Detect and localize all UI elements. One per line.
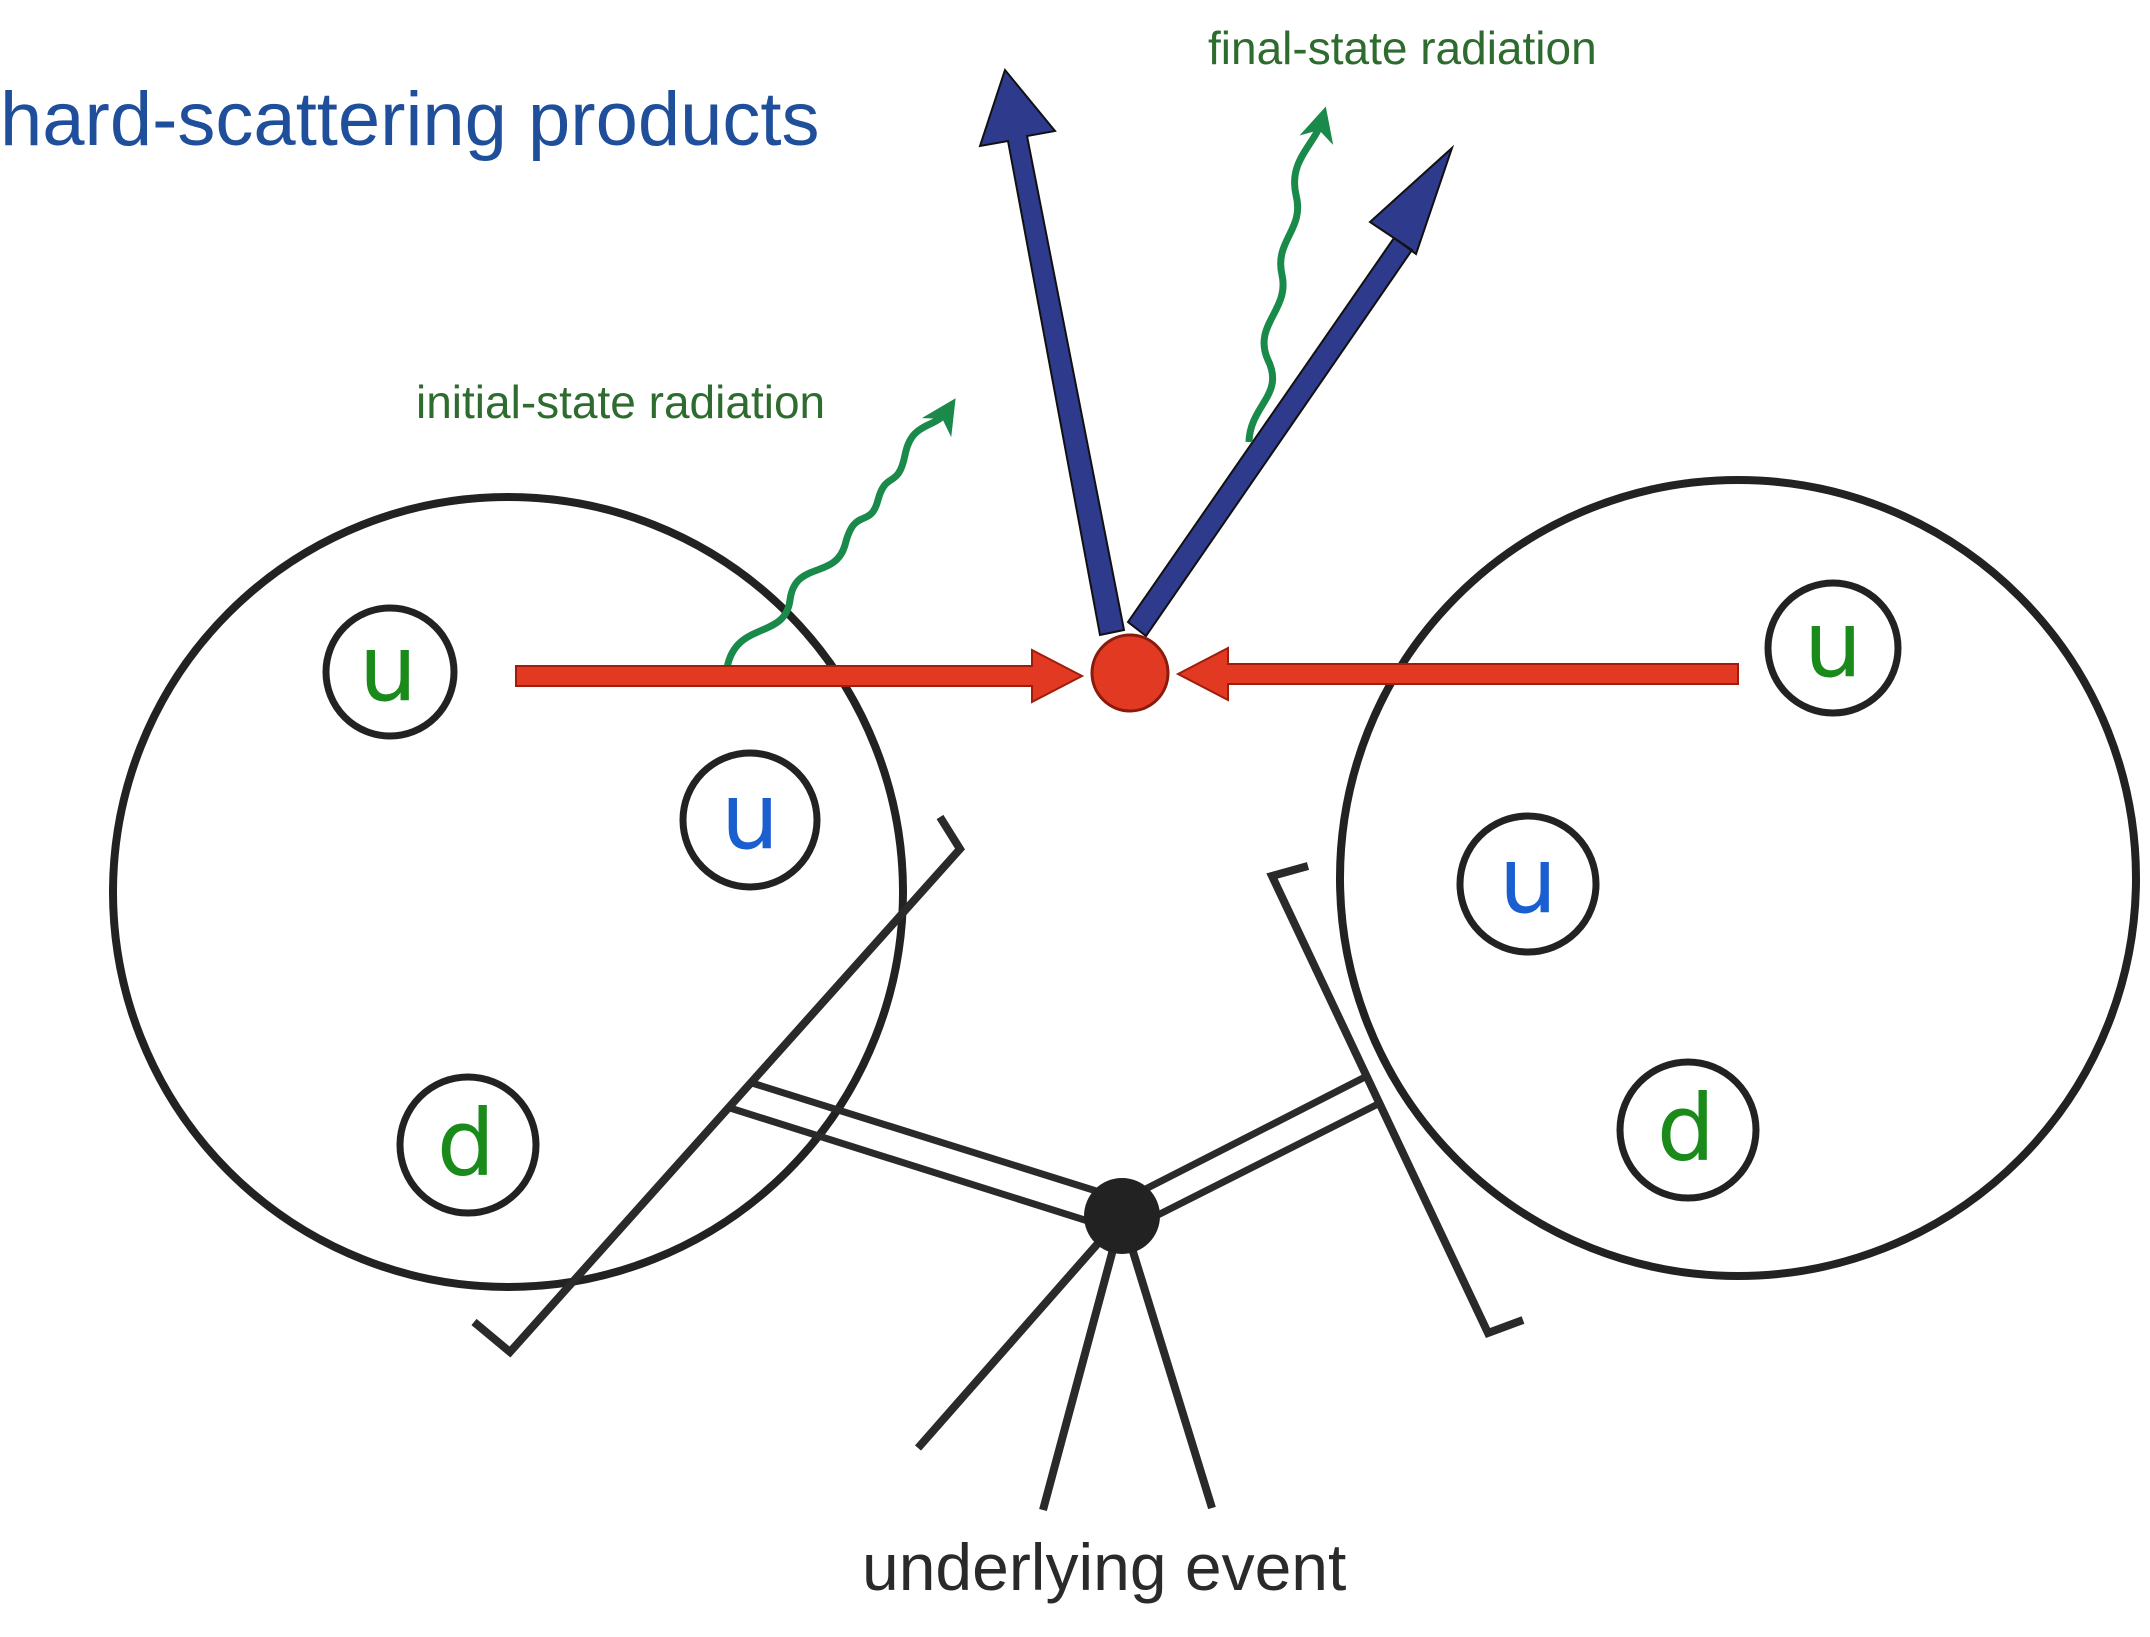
right-bracket bbox=[1266, 862, 1525, 1339]
quark-circle bbox=[1616, 1058, 1760, 1202]
hard-scattering-label: hard-scattering products bbox=[0, 77, 820, 162]
left-connector bbox=[728, 1104, 1112, 1232]
left-quark-3: d bbox=[437, 1090, 495, 1197]
ue-track bbox=[914, 1213, 1126, 1451]
quark-circle bbox=[1456, 812, 1600, 956]
left-proton bbox=[109, 493, 907, 1291]
right-proton bbox=[1336, 476, 2140, 1280]
right-quark-2: u bbox=[1499, 827, 1557, 934]
final-state-label: final-state radiation bbox=[1208, 22, 1597, 74]
initial-state-radiation-line bbox=[723, 398, 956, 669]
left-quark-2: u bbox=[721, 763, 779, 870]
right-connector bbox=[1128, 1073, 1367, 1201]
ue-track bbox=[1039, 1214, 1126, 1512]
hard-scatter-vertex bbox=[1090, 633, 1170, 713]
quark-circle bbox=[396, 1073, 540, 1217]
right-quark-3: d bbox=[1657, 1075, 1715, 1182]
quark-circle bbox=[322, 604, 458, 740]
quark-circle bbox=[1764, 579, 1902, 717]
product-arrow-left bbox=[978, 67, 1126, 637]
incoming-parton-left bbox=[515, 648, 1085, 704]
ue-track bbox=[1118, 1214, 1216, 1510]
right-quark-1: u bbox=[1804, 591, 1862, 698]
underlying-vertex bbox=[1084, 1178, 1160, 1254]
left-quark-1: u bbox=[359, 615, 417, 722]
underlying-event-label: underlying event bbox=[862, 1530, 1346, 1604]
left-connector bbox=[750, 1079, 1127, 1204]
final-state-radiation-line bbox=[1245, 106, 1334, 443]
incoming-parton-right bbox=[1175, 646, 1739, 702]
left-bracket bbox=[471, 814, 965, 1358]
product-arrow-right bbox=[1126, 144, 1455, 638]
quark-circle bbox=[679, 749, 821, 891]
initial-state-label: initial-state radiation bbox=[416, 376, 825, 428]
right-connector bbox=[1138, 1100, 1380, 1228]
